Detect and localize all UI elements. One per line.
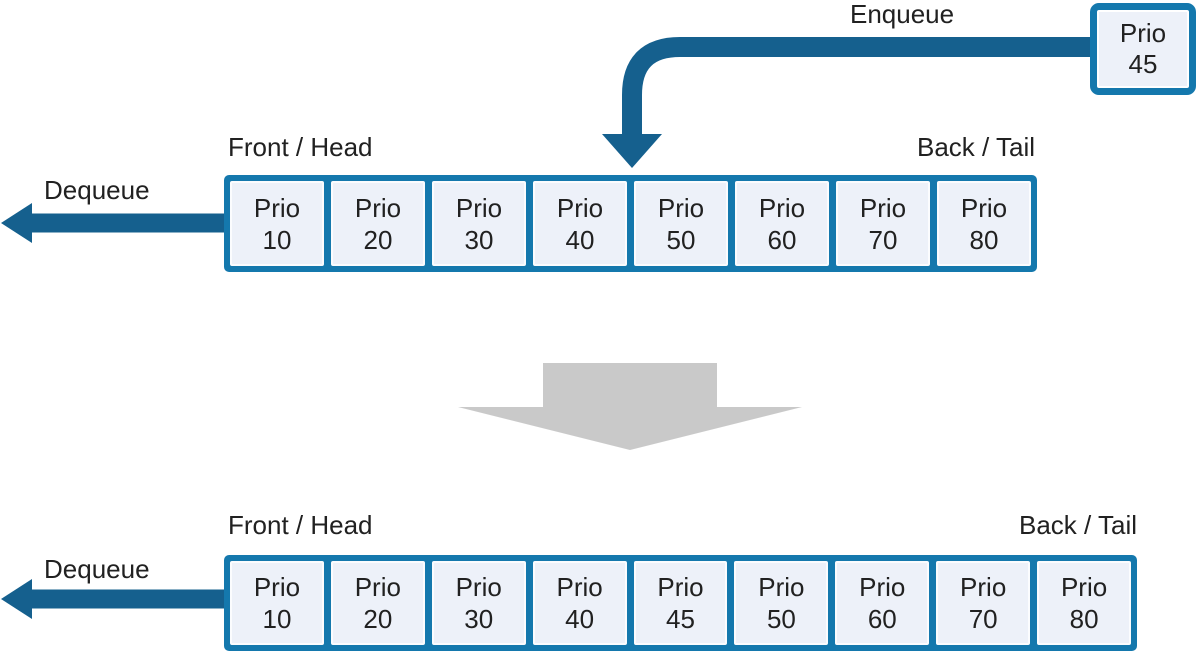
queue-cell-value: 30 bbox=[464, 224, 494, 255]
queue-cell-value: 30 bbox=[464, 604, 494, 634]
queue-cell-label: Prio bbox=[556, 192, 604, 223]
queue-cell-label: Prio bbox=[960, 572, 1007, 602]
queue-cell: Prio 50 bbox=[734, 561, 829, 645]
dequeue-arrow-head-before bbox=[1, 203, 32, 243]
dequeue-arrow-head-after bbox=[1, 579, 32, 619]
back-tail-label-before: Back / Tail bbox=[916, 132, 1035, 162]
queue-cell-label: Prio bbox=[758, 192, 806, 223]
queue-cell-label: Prio bbox=[758, 572, 805, 602]
queue-cell-label: Prio bbox=[354, 572, 401, 602]
queue-cell-value: 50 bbox=[766, 604, 796, 634]
queue-cell-label: Prio bbox=[859, 572, 906, 602]
back-tail-label-after: Back / Tail bbox=[1018, 510, 1137, 540]
queue-cell-label: Prio bbox=[253, 192, 301, 223]
queue-cell-value: 10 bbox=[262, 224, 292, 255]
transition-arrow bbox=[458, 363, 802, 450]
queue-cell-value: 40 bbox=[565, 604, 595, 634]
incoming-item-box: Prio 45 bbox=[1090, 3, 1196, 95]
queue-cell-value: 80 bbox=[969, 224, 999, 255]
queue-cell-label: Prio bbox=[1060, 572, 1108, 602]
queue-cell: Prio 30 bbox=[431, 561, 526, 645]
queue-cell: Prio 60 bbox=[835, 561, 930, 645]
queue-cell: Prio 30 bbox=[432, 181, 526, 266]
queue-cell-value: 60 bbox=[767, 224, 797, 255]
queue-cell: Prio 80 bbox=[937, 181, 1031, 266]
dequeue-label-after: Dequeue bbox=[44, 554, 150, 584]
queue-cell-label: Prio bbox=[960, 192, 1008, 223]
queue-cell: Prio 45 bbox=[633, 561, 728, 645]
queue-cell-label: Prio bbox=[657, 572, 704, 602]
queue-cell-value: 70 bbox=[968, 604, 998, 634]
queue-cell: Prio 50 bbox=[634, 181, 728, 266]
queue-cell: Prio 60 bbox=[735, 181, 829, 266]
priority-queue-after: Prio 10 Prio 20 Prio 30 Prio 40 Prio 45 bbox=[224, 555, 1137, 651]
dequeue-label-before: Dequeue bbox=[44, 175, 150, 205]
queue-cell: Prio 10 bbox=[230, 561, 324, 645]
queue-cell-value: 45 bbox=[666, 604, 695, 634]
priority-queue-before: Prio 10 Prio 20 Prio 30 Prio 40 Prio 50 bbox=[224, 175, 1037, 272]
queue-cell-value: 40 bbox=[565, 224, 595, 255]
queue-cell: Prio 80 bbox=[1037, 561, 1132, 645]
queue-cell-value: 60 bbox=[867, 604, 897, 634]
queue-cell: Prio 70 bbox=[936, 561, 1031, 645]
queue-cell: Prio 40 bbox=[533, 181, 627, 266]
queue-cell: Prio 40 bbox=[532, 561, 627, 645]
queue-cell-label: Prio bbox=[455, 572, 502, 602]
incoming-item-value: 45 bbox=[1128, 49, 1158, 79]
queue-cell-value: 80 bbox=[1069, 604, 1099, 634]
queue-cell-label: Prio bbox=[455, 192, 503, 223]
queue-cell: Prio 10 bbox=[230, 181, 324, 266]
queue-cell-value: 10 bbox=[262, 604, 292, 634]
front-head-label-before: Front / Head bbox=[228, 132, 373, 162]
queue-cell-value: 20 bbox=[363, 224, 393, 255]
incoming-item-label: Prio bbox=[1119, 18, 1167, 48]
queue-cell-label: Prio bbox=[253, 572, 301, 602]
front-head-label-after: Front / Head bbox=[228, 510, 373, 540]
queue-cell-value: 20 bbox=[363, 604, 393, 634]
queue-cell: Prio 70 bbox=[836, 181, 930, 266]
enqueue-label: Enqueue bbox=[850, 0, 955, 29]
queue-cell-label: Prio bbox=[657, 192, 705, 223]
queue-cell-label: Prio bbox=[859, 192, 907, 223]
queue-cell-value: 50 bbox=[666, 224, 696, 255]
enqueue-arrow-shaft bbox=[622, 37, 1090, 136]
queue-cell-label: Prio bbox=[354, 192, 402, 223]
queue-cell: Prio 20 bbox=[330, 561, 425, 645]
queue-cell-value: 70 bbox=[868, 224, 898, 255]
queue-cell: Prio 20 bbox=[331, 181, 425, 266]
enqueue-arrow-head bbox=[602, 134, 662, 168]
queue-cell-label: Prio bbox=[556, 572, 603, 602]
